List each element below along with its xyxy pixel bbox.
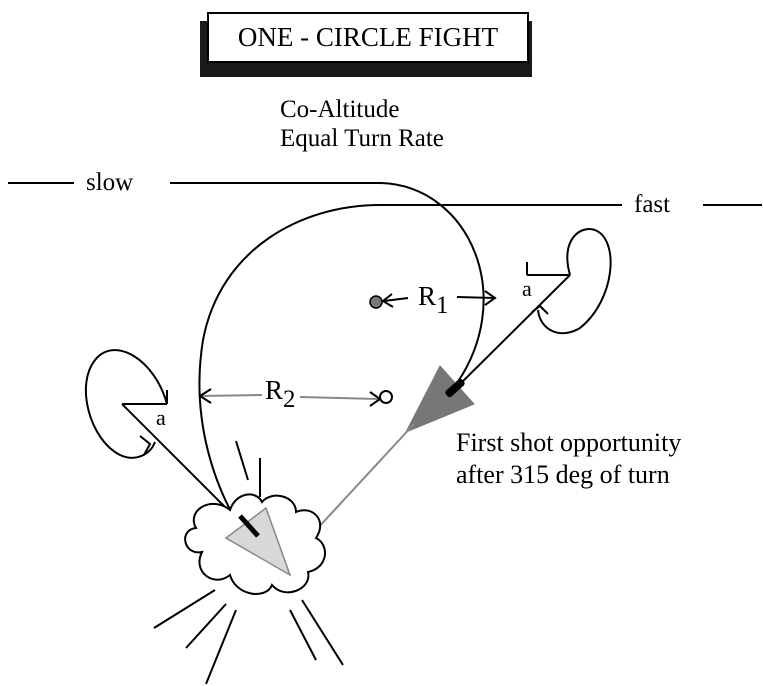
right-angle-label: a	[522, 276, 532, 301]
radius-1-subscript: 1	[436, 292, 449, 319]
r1-arrowhead-left	[381, 293, 394, 308]
radius-2-letter: R	[265, 375, 284, 405]
explosion-spike-6	[289, 609, 317, 661]
right-small-loop	[537, 228, 612, 335]
radius-2-label: R2	[265, 375, 296, 413]
explosion-spike-7	[301, 599, 344, 666]
fast-aircraft-body	[445, 378, 465, 398]
r2-arrow-left	[199, 394, 263, 397]
r1-arrow-left	[383, 297, 409, 302]
fast-aircraft-line	[451, 274, 571, 393]
radius-2-subscript: 2	[283, 386, 296, 413]
r2-center-point	[379, 390, 393, 404]
shot-line	[303, 423, 415, 544]
fast-label: fast	[634, 191, 671, 218]
r1-arrowhead-right	[484, 290, 497, 306]
diagram-title-text: ONE - CIRCLE FIGHT	[237, 22, 499, 52]
slow-aircraft-body	[238, 514, 260, 538]
fast-aircraft-wedge	[404, 365, 475, 433]
shot-note-line-1: First shot opportunity	[456, 428, 682, 457]
radius-1-label: R1	[418, 281, 449, 319]
r2-arrow-right	[299, 396, 379, 400]
diagram-title: ONE - CIRCLE FIGHT	[207, 12, 529, 63]
explosion-spike-1	[235, 440, 249, 481]
r1-center-point	[369, 295, 383, 309]
r2-arrowhead-left	[198, 388, 212, 404]
r2-arrowhead-right	[369, 391, 382, 407]
left-angle-label: a	[156, 405, 166, 430]
fast-turn-track	[379, 182, 485, 391]
explosion-spike-4	[185, 603, 227, 649]
slow-turn-track	[198, 204, 381, 536]
explosion-spike-3	[153, 589, 216, 629]
shot-note-line-2: after 315 deg of turn	[456, 460, 670, 489]
r1-arrow-right	[456, 296, 495, 299]
slow-label: slow	[86, 169, 134, 196]
subtitle-line-1: Co-Altitude	[280, 96, 400, 123]
subtitle-line-2: Equal Turn Rate	[280, 125, 444, 152]
left-loop-arrowhead	[139, 435, 152, 456]
radius-1-letter: R	[418, 281, 437, 311]
left-small-loop	[84, 349, 168, 459]
explosion-spike-5	[205, 609, 237, 685]
